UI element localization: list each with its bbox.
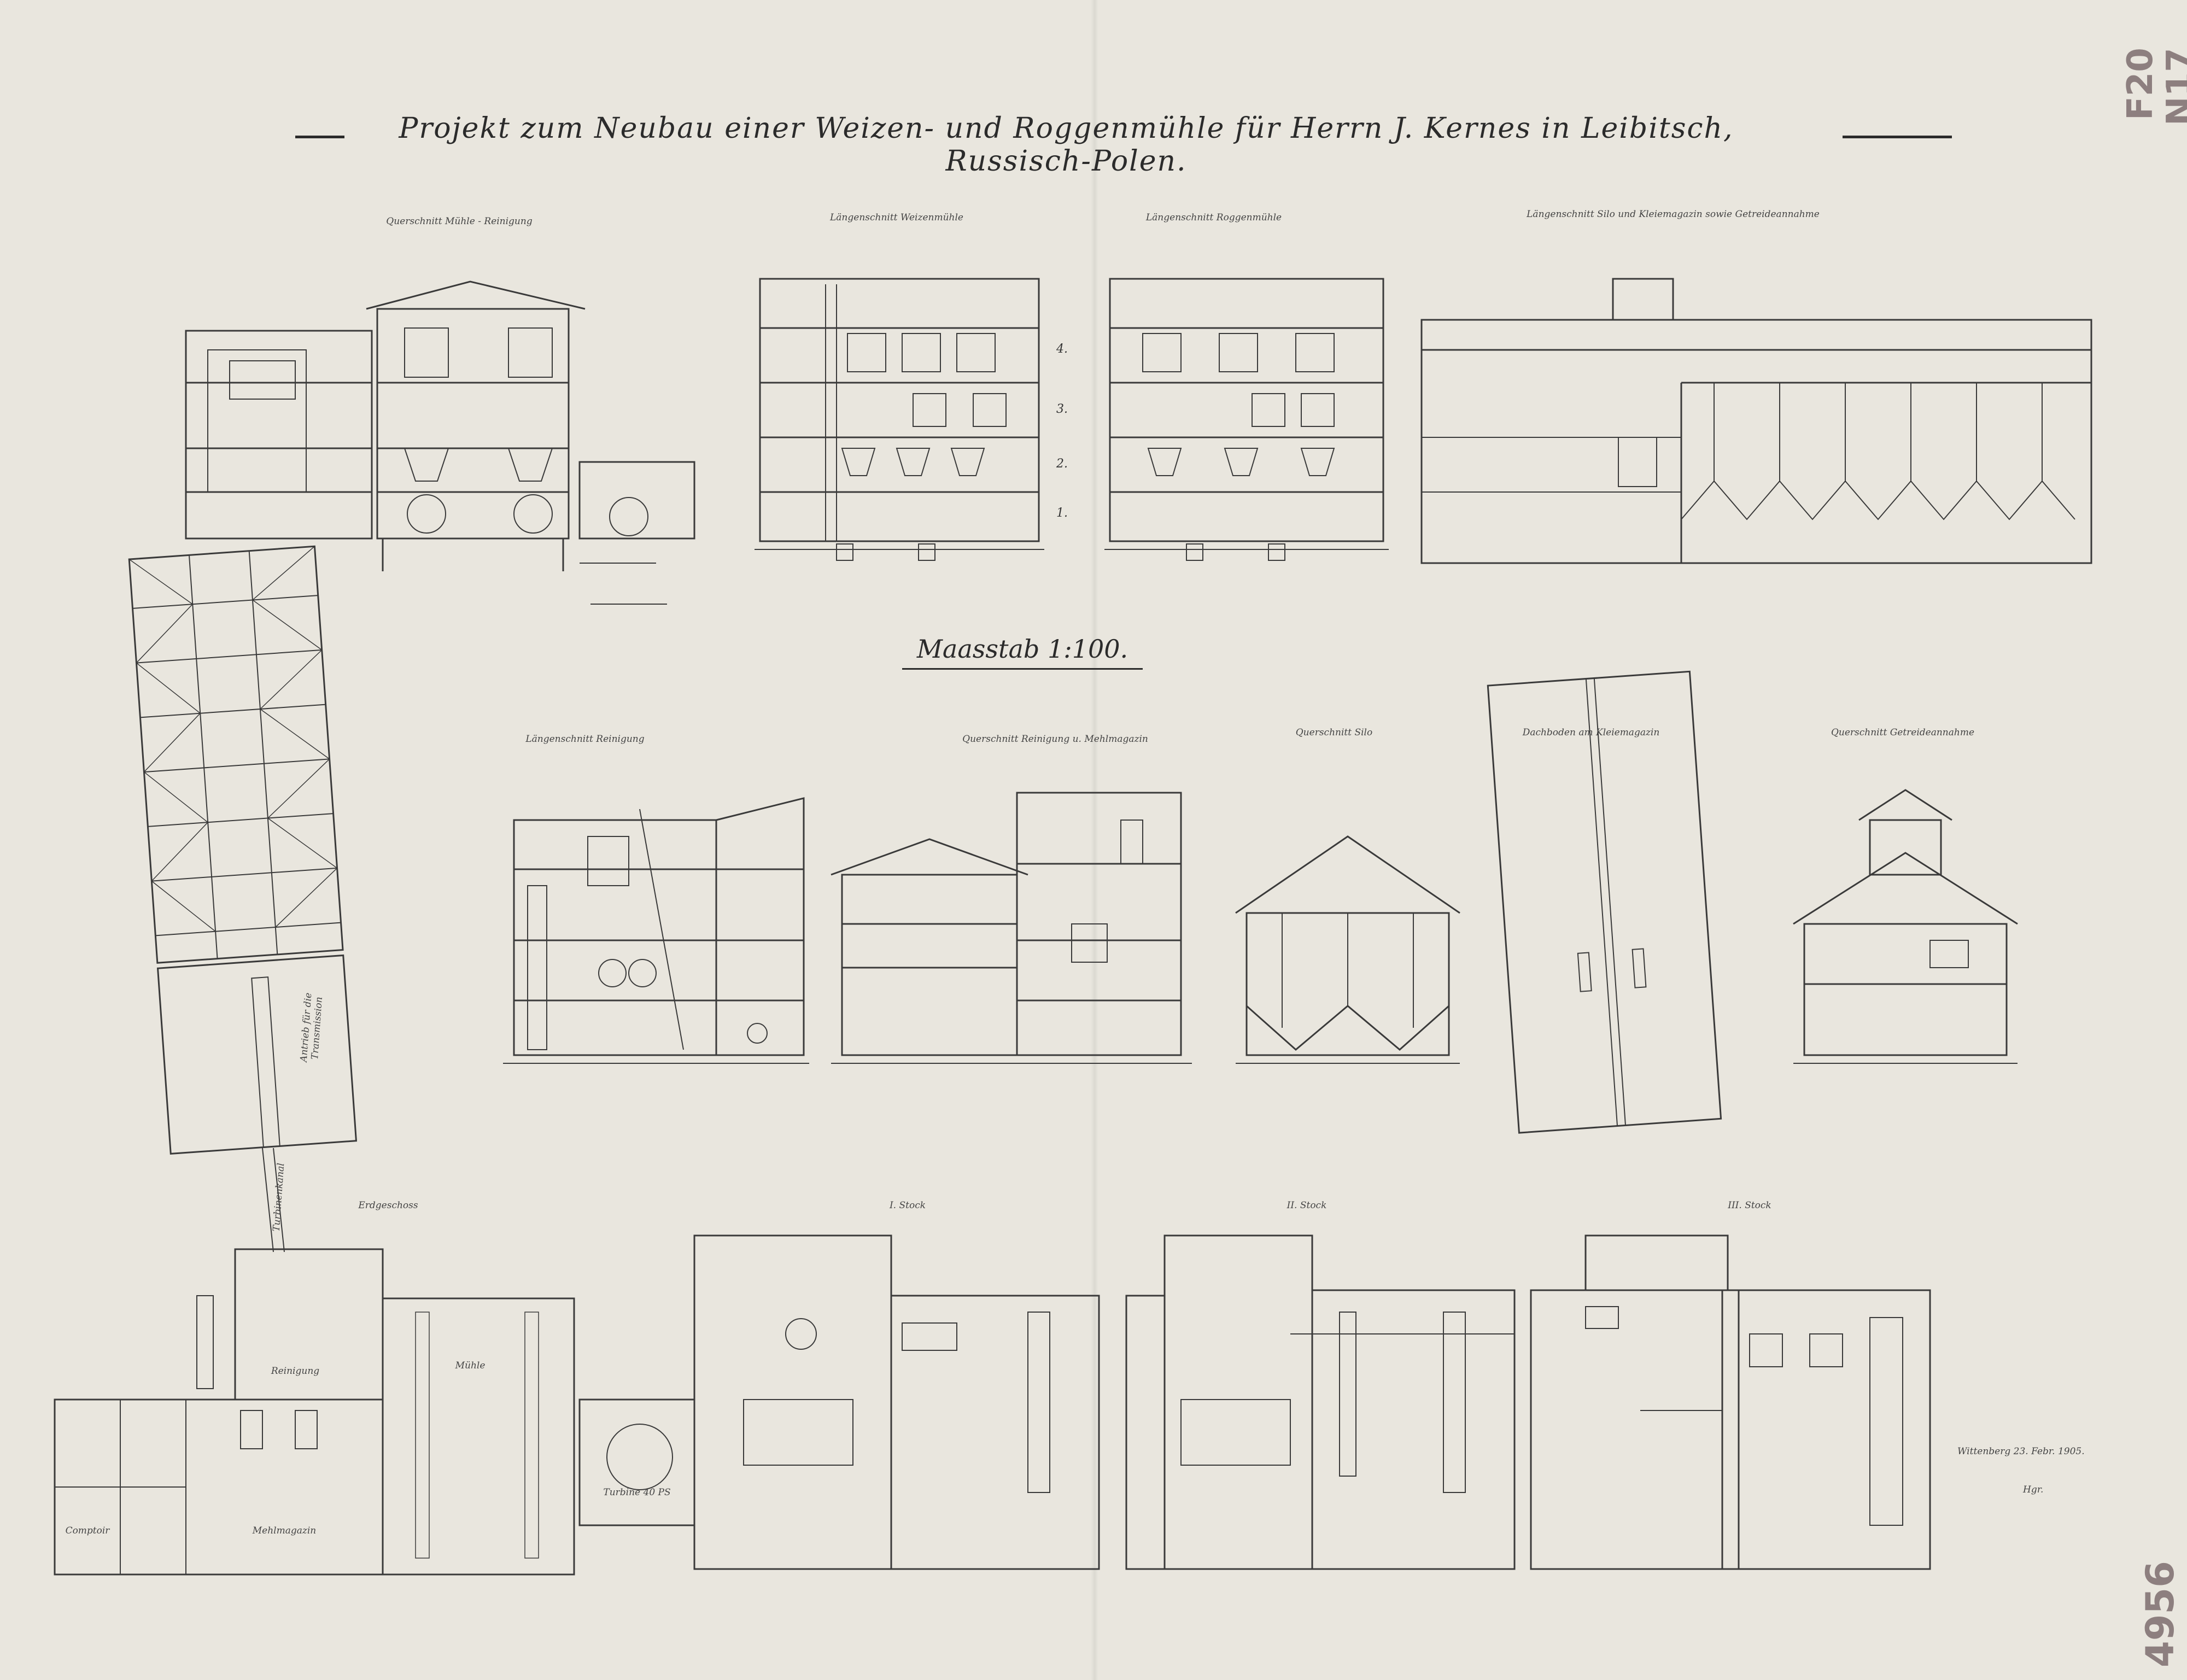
floor-number-1: 1. xyxy=(1056,506,1068,520)
elevation-rye-mill-long-section xyxy=(1104,278,1389,561)
floor-number-4: 4. xyxy=(1056,342,1068,356)
room-label-muehle: Mühle xyxy=(455,1360,486,1371)
drawing-title: Projekt zum Neubau einer Weizen- und Rog… xyxy=(399,112,1734,178)
conveyor-line xyxy=(262,1148,274,1252)
sheet-fold xyxy=(1091,0,1098,1680)
scale-underline xyxy=(902,668,1143,670)
plan-label-second-floor: II. Stock xyxy=(1287,1200,1327,1211)
floor-number-2: 2. xyxy=(1056,457,1068,471)
scale-label: Maasstab 1:100. xyxy=(916,634,1128,664)
plan-first-floor xyxy=(693,1234,1100,1570)
signature-initials: Hgr. xyxy=(2023,1484,2044,1495)
plan-label-ground-floor: Erdgeschoss xyxy=(358,1200,418,1211)
section-cleaning-long xyxy=(503,797,809,1064)
room-label-mehlmagazin: Mehlmagazin xyxy=(252,1525,317,1536)
section-bran-attic xyxy=(1487,670,1722,1134)
room-label-kontor: Comptoir xyxy=(65,1525,110,1536)
rotated-silo-plan xyxy=(128,545,358,1155)
view-label-cross-section-silo: Querschnitt Silo xyxy=(1295,727,1373,738)
title-rule-left xyxy=(295,136,344,138)
plan-third-floor xyxy=(1530,1234,1931,1570)
view-label-long-section-cleaning: Längenschnitt Reinigung xyxy=(525,734,645,745)
plan-label-first-floor: I. Stock xyxy=(889,1200,926,1211)
room-label-turbine: Turbine 40 PS xyxy=(603,1487,671,1498)
elevation-mill-cross-section xyxy=(185,280,695,605)
elevation-silo-long-section xyxy=(1420,278,2092,564)
plan-label-third-floor: III. Stock xyxy=(1728,1200,1771,1211)
elevation-wheat-mill-long-section xyxy=(755,278,1044,561)
title-rule-right xyxy=(1843,136,1952,138)
view-label-cross-section-mill: Querschnitt Mühle - Reinigung xyxy=(386,216,533,227)
signature-place-date: Wittenberg 23. Febr. 1905. xyxy=(1957,1446,2085,1457)
floor-number-3: 3. xyxy=(1056,402,1068,416)
view-label-cross-section-cleaning: Querschnitt Reinigung u. Mehlmagazin xyxy=(962,734,1148,745)
room-label-reinigung: Reinigung xyxy=(271,1366,320,1377)
section-grain-intake xyxy=(1793,789,2018,1064)
view-label-cross-section-intake: Querschnitt Getreideannahme xyxy=(1831,727,1975,738)
section-silo-cross xyxy=(1235,835,1460,1064)
view-label-attic-bran: Dachboden am Kleiemagazin xyxy=(1522,727,1660,738)
plan-second-floor xyxy=(1125,1234,1516,1570)
view-label-long-section-silo: Längenschnitt Silo und Kleiemagazin sowi… xyxy=(1527,209,1820,220)
section-cleaning-cross xyxy=(831,792,1192,1064)
view-label-long-section-wheat: Längenschnitt Weizenmühle xyxy=(830,212,963,223)
plan-ground-floor xyxy=(54,1248,695,1576)
view-label-long-section-rye: Längenschnitt Roggenmühle xyxy=(1145,212,1282,223)
